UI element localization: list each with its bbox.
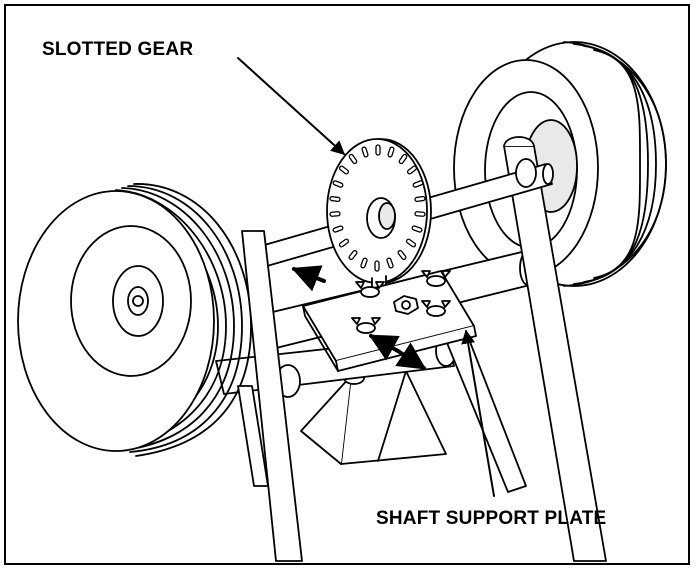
wing-nut — [351, 270, 451, 334]
slotted-gear — [326, 138, 432, 295]
hex-nut — [393, 295, 419, 315]
wheel-assembly-illustration — [17, 41, 667, 562]
direction-arrow-icon — [291, 265, 427, 370]
leader-lines — [237, 57, 495, 497]
diagram-frame: SLOTTED GEAR SHAFT SUPPORT PLATE — [4, 4, 690, 565]
shaft-support-plate-label: SHAFT SUPPORT PLATE — [376, 508, 607, 529]
slotted-gear-label: SLOTTED GEAR — [42, 39, 194, 60]
right-wheel — [453, 41, 667, 287]
front-leg-left — [237, 230, 303, 562]
front-leg-right — [503, 136, 607, 562]
pyramid-support — [300, 370, 447, 465]
left-wheel — [17, 183, 252, 457]
